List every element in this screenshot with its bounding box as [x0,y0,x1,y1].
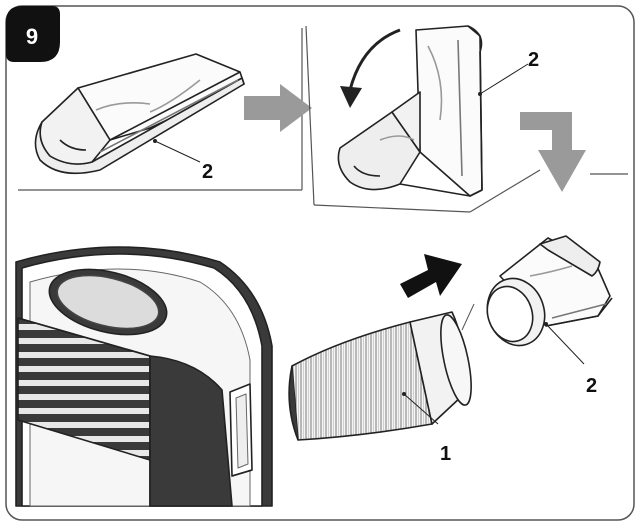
callout-leader-folded [479,63,529,95]
callout-dot-flat [153,139,157,143]
down-arrow-icon [520,112,586,192]
callout-dot-hose [402,392,406,396]
panel-folded-frame [305,25,628,213]
callout-dot-mounted [544,322,548,326]
callout-leader-hose [403,393,439,425]
window-adapter-flat [34,53,245,175]
callout-leader-flat [154,140,201,163]
callout-label-folded: 2 [528,49,539,71]
step-number: 9 [26,24,38,49]
callout-dot-folded [478,92,482,96]
insert-arrow-icon [400,254,462,298]
rotate-arrow-icon [340,28,401,108]
callout-leader-mounted [545,323,585,365]
callout-label-mounted: 2 [586,375,597,397]
right-arrow-icon [244,84,312,132]
step-badge-icon: 9 [6,6,60,62]
callout-label-flat: 2 [202,161,213,183]
air-conditioner-unit [15,246,273,507]
window-adapter-folded [337,25,483,197]
callout-label-hose: 1 [440,443,451,465]
window-adapter-mounted [461,235,613,347]
exhaust-hose [288,311,472,441]
